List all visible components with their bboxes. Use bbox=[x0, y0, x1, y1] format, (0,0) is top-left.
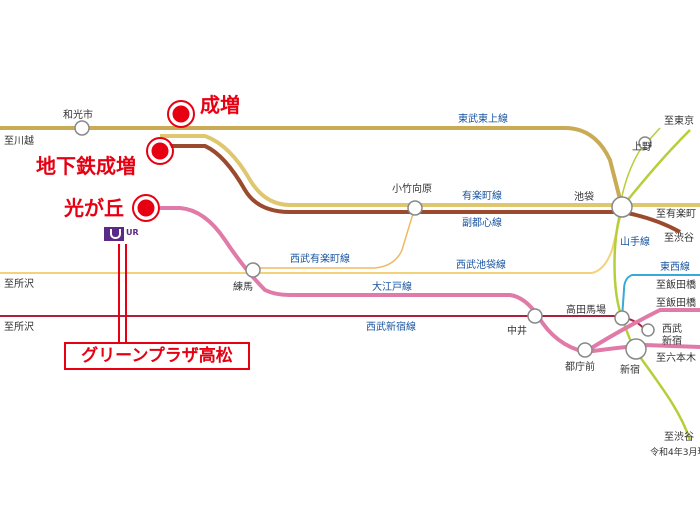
shinjuku-station[interactable] bbox=[625, 338, 647, 360]
tozai-line bbox=[621, 274, 700, 319]
seibu-shinjuku-line-label: 西武新宿線 bbox=[366, 320, 416, 333]
seibu-yurakucho-line bbox=[252, 206, 416, 269]
as-of-note: 令和4年3月現在 bbox=[650, 446, 700, 458]
nakai-label: 中井 bbox=[507, 324, 527, 337]
seibu-shinjuku-station[interactable] bbox=[641, 323, 655, 337]
direction-tokorozawa-2: 至所沢 bbox=[4, 320, 34, 333]
chikatetsu-narimasu-marker[interactable] bbox=[148, 139, 172, 163]
oedo-loop bbox=[583, 308, 700, 354]
narimasu-label: 成増 bbox=[200, 93, 240, 117]
hikarigaoka-label: 光が丘 bbox=[63, 196, 124, 220]
ur-logo-text: UR bbox=[126, 228, 139, 237]
property-callout: グリーンプラザ高松 bbox=[64, 342, 250, 370]
fukutoshin-line bbox=[160, 144, 681, 234]
seibu-shinjuku-label-line2: 新宿 bbox=[662, 334, 682, 347]
tobu-tojo-line-label: 東武東上線 bbox=[458, 112, 508, 125]
direction-yurakucho: 至有楽町 bbox=[656, 207, 696, 220]
direction-shibuya-2: 至渋谷 bbox=[664, 430, 694, 443]
hikarigaoka-marker-ring bbox=[132, 194, 160, 222]
direction-shibuya-1: 至渋谷 bbox=[664, 231, 694, 244]
yurakucho-line-label: 有楽町線 bbox=[462, 189, 502, 202]
ikebukuro-station[interactable] bbox=[611, 196, 633, 218]
takadanobaba-label: 高田馬場 bbox=[566, 303, 606, 316]
yurakucho-line bbox=[160, 134, 700, 207]
wakoshi-station[interactable] bbox=[74, 120, 90, 136]
nerima-label: 練馬 bbox=[233, 280, 253, 293]
direction-iidabashi-1: 至飯田橋 bbox=[656, 278, 696, 291]
oedo-line-label: 大江戸線 bbox=[372, 280, 412, 293]
tobu-tojo-line bbox=[0, 126, 624, 208]
tochomae-label: 都庁前 bbox=[565, 360, 595, 373]
narimasu-marker[interactable] bbox=[169, 102, 193, 126]
direction-tokorozawa-1: 至所沢 bbox=[4, 277, 34, 290]
narimasu-marker-ring bbox=[167, 100, 195, 128]
chikatetsu-narimasu-label: 地下鉄成増 bbox=[36, 154, 136, 178]
kotake-mukaihara-label: 小竹向原 bbox=[392, 182, 432, 195]
seibu-shinjuku-label-line1: 西武 bbox=[662, 322, 682, 335]
nerima-station[interactable] bbox=[245, 262, 261, 278]
shinjuku-label: 新宿 bbox=[620, 363, 640, 376]
seibu-ikebukuro-line-label: 西武池袋線 bbox=[456, 258, 506, 271]
wakoshi-label: 和光市 bbox=[63, 108, 93, 121]
seibu-yurakucho-line-label: 西武有楽町線 bbox=[290, 252, 350, 265]
takadanobaba-station[interactable] bbox=[614, 310, 630, 326]
tochomae-station[interactable] bbox=[577, 342, 593, 358]
ueno-station[interactable] bbox=[638, 136, 652, 150]
kotake-mukaihara-station[interactable] bbox=[407, 200, 423, 216]
ur-mark-icon bbox=[104, 227, 124, 241]
fukutoshin-line-label: 副都心線 bbox=[462, 216, 502, 229]
direction-kawagoe: 至川越 bbox=[4, 134, 34, 147]
ur-logo: UR bbox=[104, 227, 139, 241]
direction-iidabashi-2: 至飯田橋 bbox=[656, 296, 696, 309]
tozai-line-label: 東西線 bbox=[660, 260, 690, 273]
hikarigaoka-marker[interactable] bbox=[134, 196, 158, 220]
seibu-ikebukuro-line bbox=[0, 209, 623, 274]
yamanote-line-label: 山手線 bbox=[620, 235, 650, 248]
direction-tokyo: 至東京 bbox=[664, 114, 694, 127]
nakai-station[interactable] bbox=[527, 308, 543, 324]
callout-pointer bbox=[118, 244, 127, 342]
ikebukuro-label: 池袋 bbox=[574, 190, 594, 203]
seibu-shinjuku-label: 西武 新宿 bbox=[662, 322, 685, 347]
ueno-label: 上野 bbox=[632, 141, 652, 153]
chikatetsu-narimasu-marker-ring bbox=[146, 137, 174, 165]
direction-roppongi: 至六本木 bbox=[656, 351, 696, 364]
